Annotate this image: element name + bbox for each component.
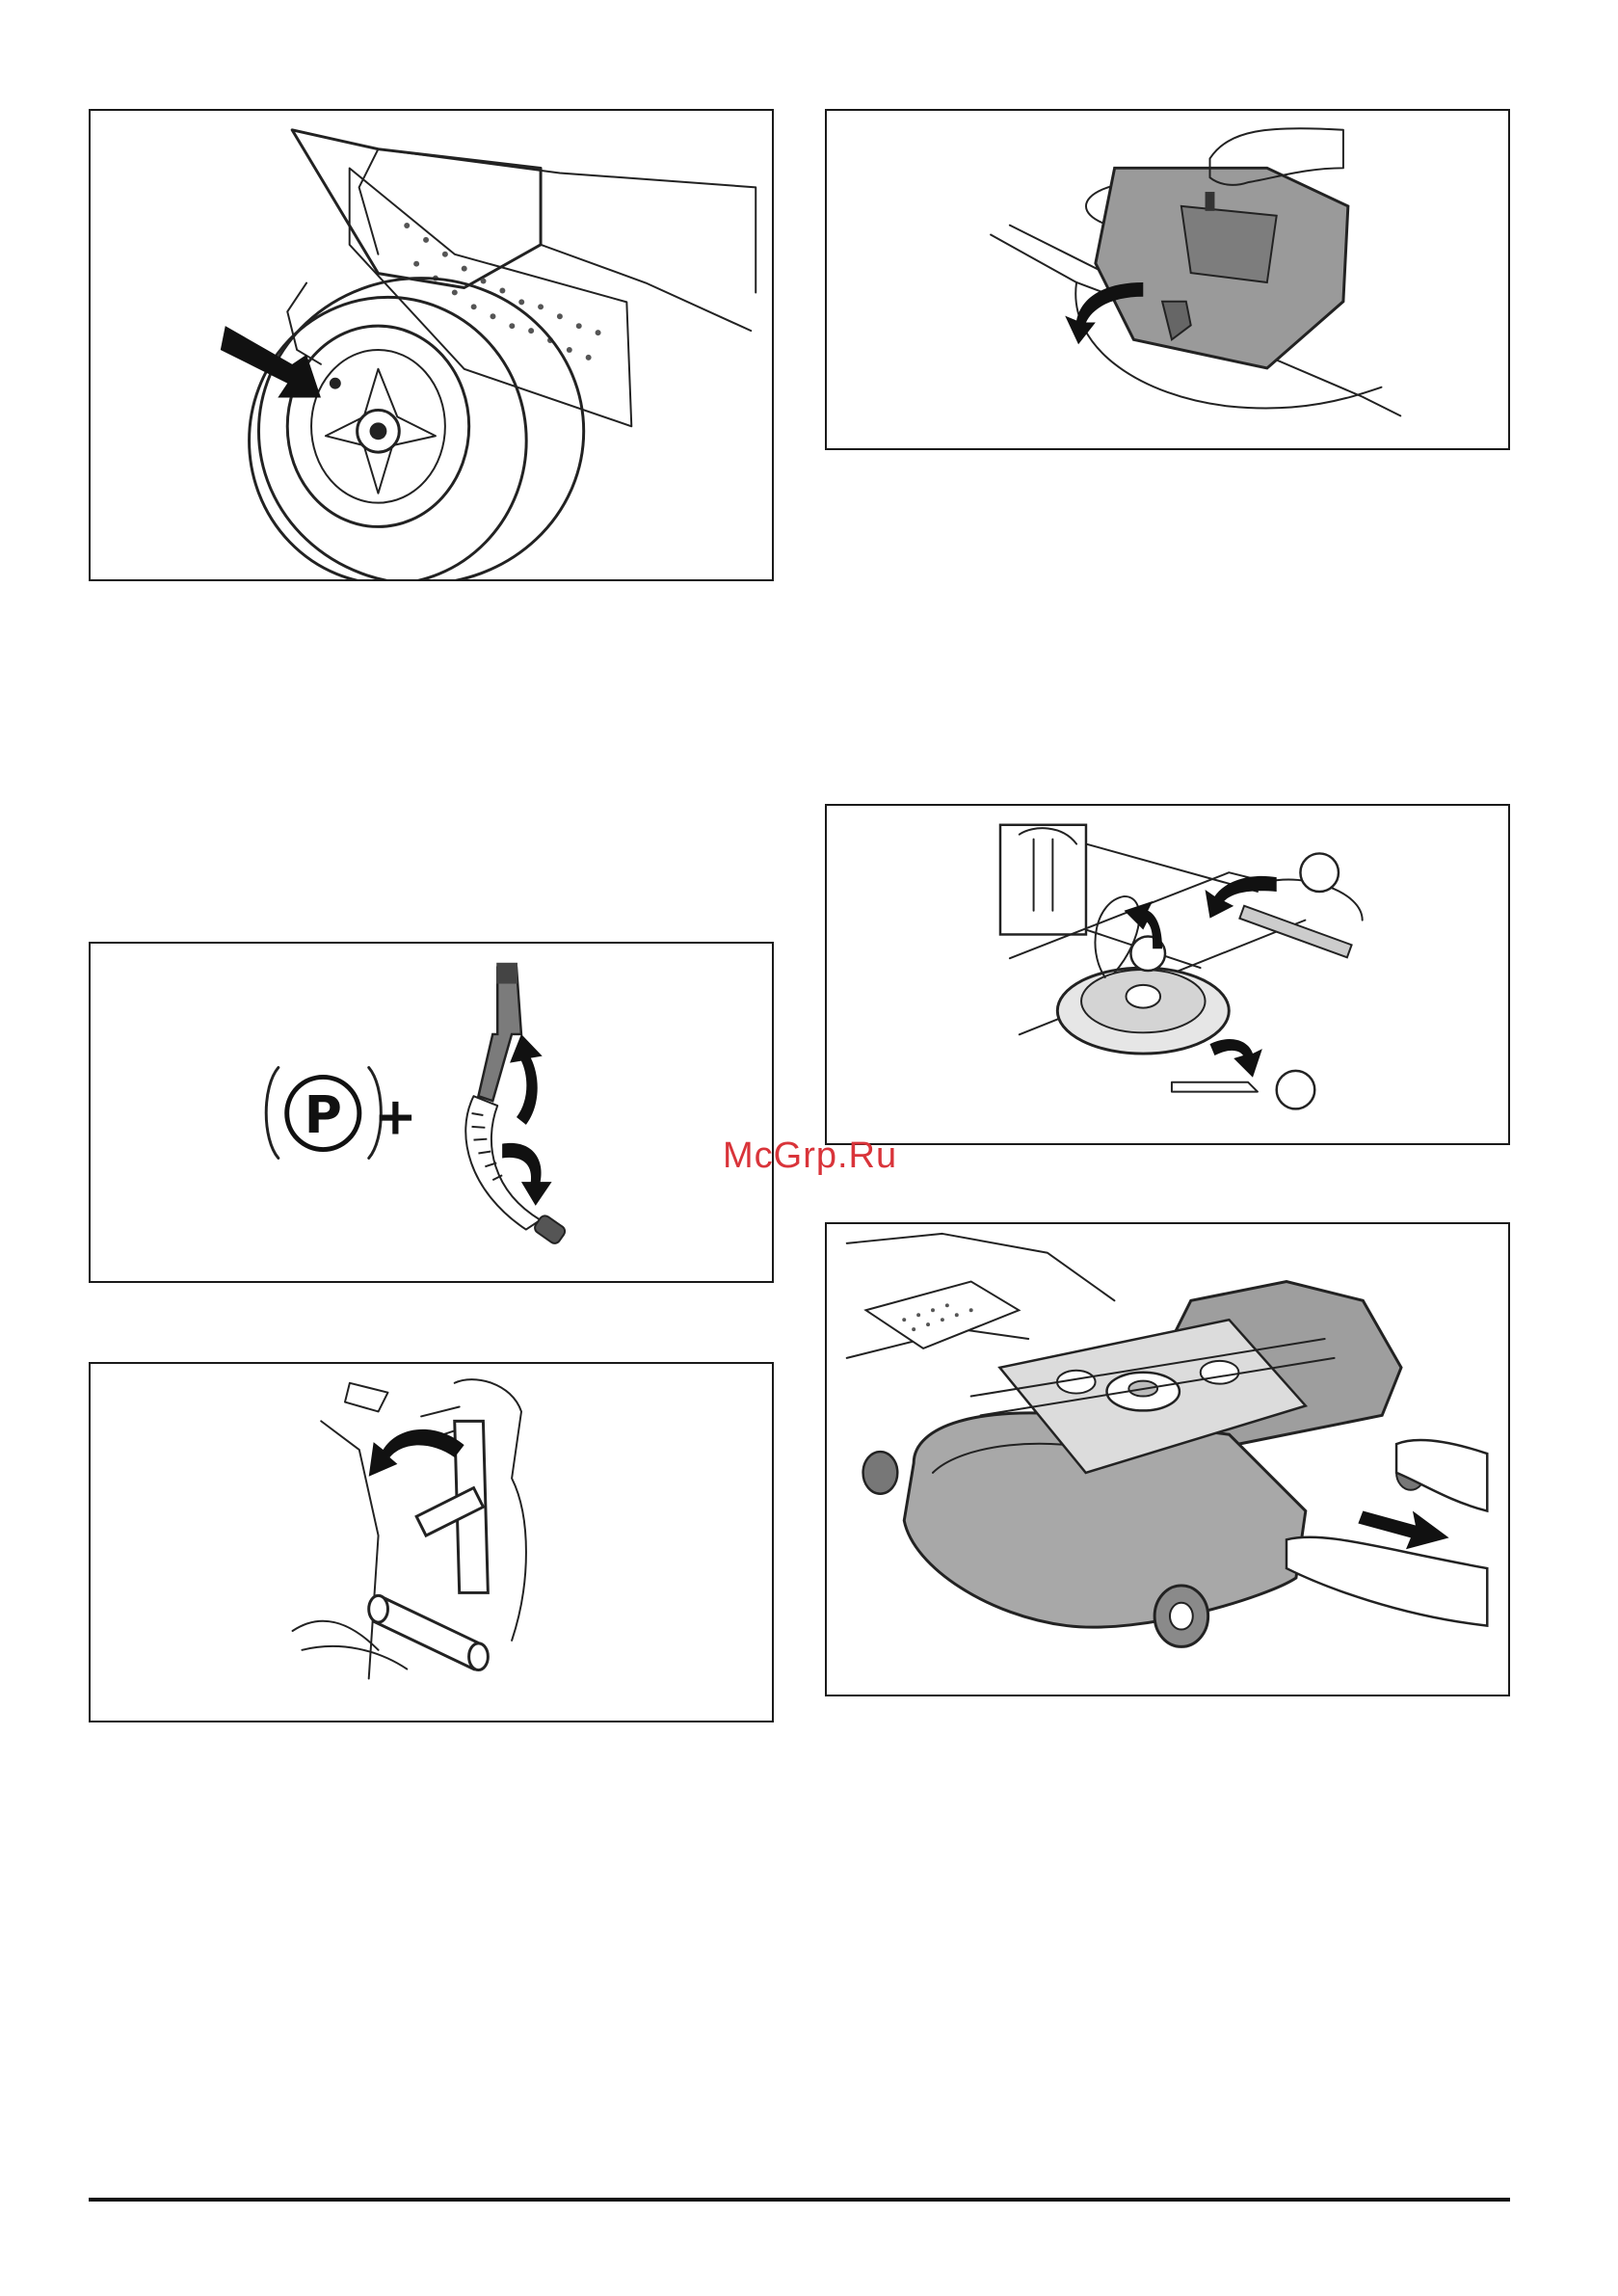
footer-rule bbox=[89, 2198, 1510, 2202]
figure-deck-removal bbox=[825, 1222, 1510, 1696]
parking-brake-icon: P bbox=[266, 1068, 381, 1159]
arrow-icon bbox=[1206, 876, 1277, 919]
arrow-icon bbox=[1209, 1039, 1261, 1078]
figure-lift-lever bbox=[89, 1362, 774, 1722]
callout-circle bbox=[1277, 1071, 1315, 1109]
deck-illustration bbox=[827, 1224, 1508, 1695]
curved-arrow-icon bbox=[369, 1429, 464, 1477]
cover-illustration bbox=[827, 111, 1508, 448]
plus-sign: + bbox=[374, 1086, 417, 1147]
brake-symbol-text: P bbox=[305, 1084, 342, 1145]
brake-illustration: P + bbox=[91, 944, 772, 1281]
callout-circle bbox=[1300, 853, 1339, 892]
arrow-down-icon bbox=[502, 1143, 551, 1206]
arrow-icon bbox=[221, 326, 321, 397]
figure-wheel-valve bbox=[89, 109, 774, 581]
figure-engine-cover bbox=[825, 109, 1510, 450]
watermark: McGrp.Ru bbox=[723, 1135, 897, 1177]
belt-illustration bbox=[827, 806, 1508, 1143]
wheel-illustration bbox=[91, 111, 772, 579]
figure-belt-removal bbox=[825, 804, 1510, 1145]
figure-parking-brake: P + bbox=[89, 942, 774, 1283]
arrow-up-icon bbox=[510, 1034, 543, 1125]
lever-illustration bbox=[91, 1364, 772, 1721]
arrow-right-icon bbox=[1358, 1511, 1448, 1550]
